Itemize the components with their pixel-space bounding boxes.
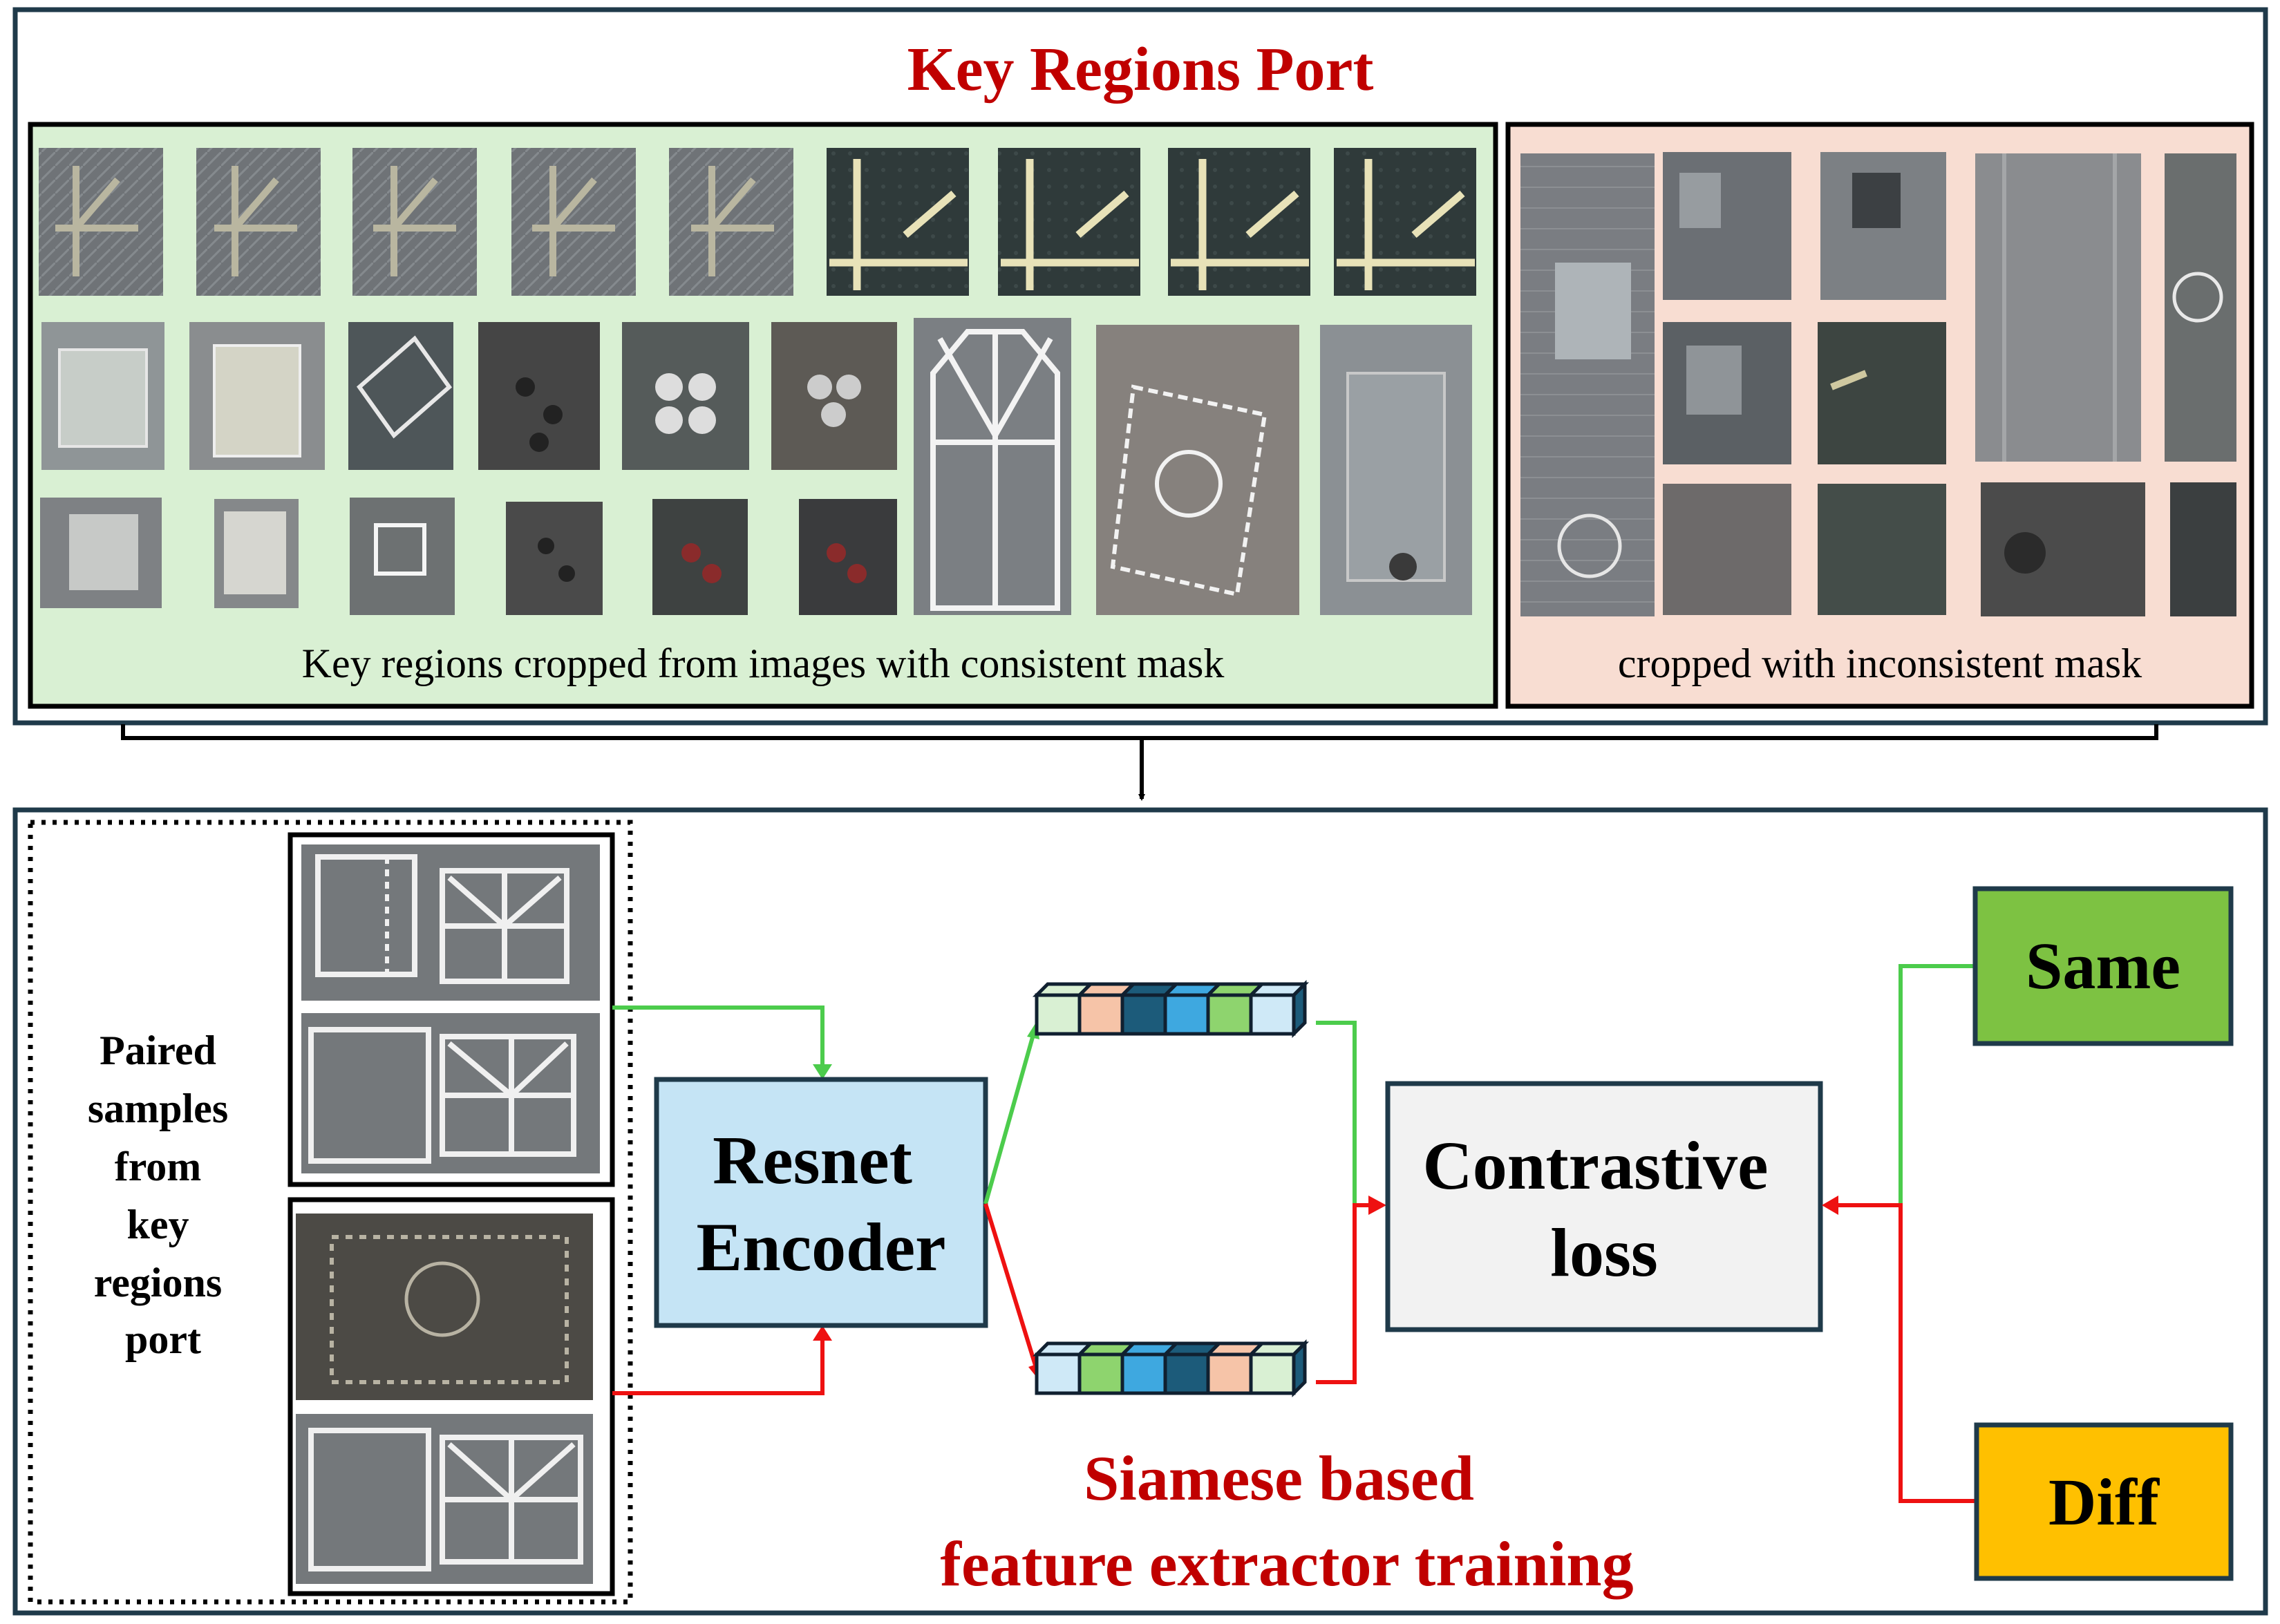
thumbnail-image	[39, 148, 163, 296]
pair-1-image-bottom	[301, 1013, 600, 1173]
pair-1-image-top	[301, 844, 600, 1001]
thumbnail-image	[2165, 153, 2236, 462]
feature-strip-side	[1292, 979, 1307, 1039]
paired-samples-line: port	[125, 1316, 201, 1362]
feature-cell	[1206, 1352, 1253, 1395]
pair-2-image-top	[296, 1214, 593, 1400]
thumbnail-image	[1818, 322, 1946, 464]
diff-arrow	[1831, 1203, 1977, 1503]
thumbnail-image	[41, 322, 164, 470]
thumbnail-row-3	[40, 498, 897, 615]
loss-line: Contrastive	[1423, 1127, 1769, 1204]
thumbnail-image	[1520, 153, 1655, 616]
thumbnail-image	[1818, 484, 1946, 615]
thumbnail-image	[1981, 482, 2145, 616]
inconsistent-thumbnails	[1520, 152, 2236, 616]
thumbnail-row-1	[39, 148, 1476, 296]
feature-cell	[1249, 993, 1296, 1036]
thumbnail-image	[652, 499, 748, 615]
paired-samples-line: Paired	[100, 1028, 216, 1073]
red-arrowhead	[813, 1325, 832, 1341]
contrastive-loss-label: Contrastive loss	[1423, 1127, 1786, 1291]
thumbnail-image	[196, 148, 321, 296]
consistent-caption: Key regions cropped from images with con…	[302, 641, 1225, 686]
encoder-line: Resnet	[713, 1122, 912, 1198]
thumbnail-image	[511, 148, 636, 296]
feature-cell	[1077, 993, 1124, 1036]
encoder-line: Encoder	[696, 1209, 945, 1285]
brace-connector	[121, 724, 2158, 801]
thumbnail-image	[1663, 152, 1791, 300]
feature-vector-top	[1032, 979, 1310, 1039]
key-regions-panel: Key Regions Port	[12, 7, 2268, 726]
siamese-line: Siamese based	[1084, 1443, 1474, 1513]
training-panel: Paired samples from key regions port	[12, 807, 2268, 1616]
feature-cell	[1120, 993, 1167, 1036]
thumbnail-image	[478, 322, 600, 470]
thumbnail-image	[1096, 325, 1299, 615]
paired-samples-line: key	[127, 1202, 189, 1247]
thumbnail-image	[2170, 482, 2236, 616]
feature-cell	[1206, 993, 1253, 1036]
thumbnail-image	[506, 502, 603, 615]
thumbnail-image	[669, 148, 793, 296]
pair-2-image-bottom	[296, 1414, 593, 1584]
thumbnail-image	[214, 499, 299, 608]
feature-strip-side	[1292, 1339, 1307, 1398]
loss-arrowhead	[1368, 1196, 1386, 1215]
resnet-encoder-box	[654, 1077, 988, 1328]
thumbnail-image	[348, 322, 453, 470]
thumbnail-image	[1663, 322, 1791, 464]
loss-line: loss	[1550, 1214, 1658, 1291]
diff-box	[1974, 1422, 2234, 1581]
thumbnail-image	[1975, 153, 2141, 462]
feature-cell	[1249, 1352, 1296, 1395]
siamese-caption: Siamese based feature extractor training	[940, 1443, 1633, 1599]
feature-cell	[1120, 1352, 1167, 1395]
diff-label: Diff	[2048, 1465, 2160, 1539]
feature-cell	[1163, 993, 1210, 1036]
red-input-arrow	[612, 1334, 825, 1395]
same-box	[1972, 886, 2234, 1046]
thumbnail-image	[771, 322, 897, 470]
green-feature-arrow	[983, 1032, 1036, 1205]
thumbnail-image	[799, 499, 897, 615]
panel-title: Key Regions Port	[907, 35, 1374, 104]
feature-cell	[1163, 1352, 1210, 1395]
feature-cell	[1035, 993, 1082, 1036]
feature-cell	[1077, 1352, 1124, 1395]
contrastive-loss-box	[1385, 1081, 1823, 1332]
siamese-line: feature extractor training	[940, 1529, 1633, 1599]
thumbnail-image	[40, 498, 162, 608]
red-feature-arrow	[983, 1203, 1039, 1370]
green-input-arrow	[612, 1005, 825, 1071]
thumbnail-image	[998, 148, 1140, 296]
thumbnail-image	[189, 322, 325, 470]
paired-samples-line: regions	[94, 1260, 223, 1305]
red-loss-arrow	[1316, 1203, 1375, 1384]
thumbnail-image	[1334, 148, 1476, 296]
thumbnail-image	[1168, 148, 1310, 296]
thumbnail-image	[352, 148, 477, 296]
green-arrowhead	[813, 1064, 832, 1079]
paired-samples-label: Paired samples from key regions port	[88, 1028, 238, 1362]
thumbnail-row-2	[41, 318, 1472, 615]
feature-cell	[1035, 1352, 1082, 1395]
same-label: Same	[2026, 929, 2180, 1003]
thumbnail-image	[1663, 484, 1791, 615]
resnet-encoder-label: Resnet Encoder	[696, 1122, 945, 1285]
thumbnail-image	[914, 318, 1071, 615]
feature-vector-bottom	[1032, 1339, 1310, 1398]
label-arrowhead	[1822, 1196, 1838, 1215]
thumbnail-image	[350, 498, 455, 615]
paired-samples-line: samples	[88, 1086, 228, 1131]
paired-samples-box	[28, 820, 633, 1605]
thumbnail-image	[622, 322, 749, 470]
inconsistent-caption: cropped with inconsistent mask	[1618, 641, 2142, 686]
thumbnail-image	[1320, 325, 1472, 615]
thumbnail-image	[827, 148, 969, 296]
paired-samples-line: from	[115, 1144, 202, 1189]
thumbnail-image	[1820, 152, 1946, 300]
